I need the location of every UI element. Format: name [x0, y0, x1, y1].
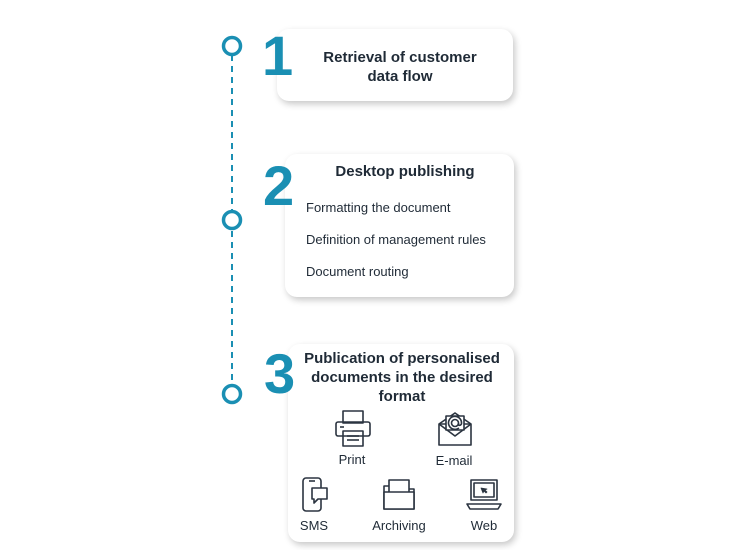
step-3-title: Publication of personalised documents in… — [304, 350, 500, 405]
web-laptop-icon — [466, 479, 502, 510]
timeline-node-1 — [221, 35, 243, 57]
timeline-node-3 — [221, 383, 243, 405]
sms-icon — [302, 477, 328, 512]
step-1-number: 1 — [262, 24, 294, 87]
step-1-card — [277, 29, 513, 101]
email-icon — [438, 412, 472, 446]
channel-label-archiving: Archiving — [372, 518, 426, 533]
step-2-item-formatting: Formatting the document — [306, 200, 451, 215]
timeline-node-2 — [221, 209, 243, 231]
step-1-title: Retrieval of customer data flow — [323, 49, 477, 85]
step-2-item-routing: Document routing — [306, 264, 409, 279]
step-2-card — [285, 154, 514, 297]
step-2-title: Desktop publishing — [335, 163, 475, 180]
channel-label-email: E-mail — [435, 453, 473, 468]
step-2-number: 2 — [263, 154, 295, 217]
archive-folder-icon — [383, 479, 415, 510]
channel-label-print: Print — [338, 452, 366, 467]
channel-label-web: Web — [470, 518, 498, 533]
channel-label-sms: SMS — [299, 518, 329, 533]
printer-icon — [335, 410, 371, 447]
step-3-number: 3 — [264, 342, 296, 405]
step-2-item-management-rules: Definition of management rules — [306, 232, 486, 247]
